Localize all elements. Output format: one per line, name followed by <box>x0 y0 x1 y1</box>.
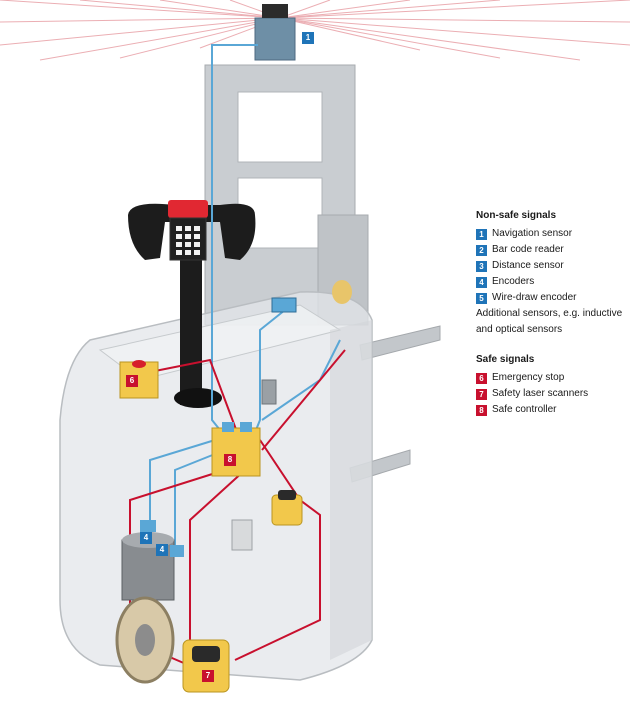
safe-controller-icon <box>211 422 261 477</box>
legend-label: Safe controller <box>492 404 557 415</box>
legend-number-badge: 3 <box>476 260 487 272</box>
legend-non-safe: Non-safe signals 1 Navigation sensor 2 Bar… <box>476 208 626 338</box>
callout-encoder-a: 4 <box>140 532 152 544</box>
safety-laser-scanner-rear-icon <box>271 490 303 526</box>
legend-item: 1 Navigation sensor <box>476 226 626 242</box>
callout-safe-controller: 8 <box>224 454 236 466</box>
legend-number-badge: 1 <box>476 228 487 240</box>
laser-rays <box>0 0 630 61</box>
legend-number-badge: 6 <box>476 372 487 384</box>
legend-number-badge: 4 <box>476 276 487 288</box>
legend-item: 4 Encoders <box>476 274 626 290</box>
legend-number-badge: 2 <box>476 244 487 256</box>
agv-body <box>59 291 373 681</box>
legend-label: Wire-draw encoder <box>492 292 577 303</box>
legend-label: Emergency stop <box>492 372 565 383</box>
callout-encoder-b: 4 <box>156 544 168 556</box>
mast <box>204 64 369 326</box>
legend-note: Additional sensors, e.g. inductive and o… <box>476 308 623 335</box>
callout-navigation-sensor: 1 <box>302 32 314 44</box>
legend-item: 2 Bar code reader <box>476 242 626 258</box>
keypad-icon <box>176 226 200 255</box>
legend-number-badge: 8 <box>476 404 487 416</box>
legend-label: Distance sensor <box>492 260 564 271</box>
legend-item: 7 Safety laser scanners <box>476 386 588 402</box>
wire-draw-encoder-icon <box>231 519 253 551</box>
legend-number-badge: 5 <box>476 292 487 304</box>
navigation-sensor-icon <box>254 4 296 61</box>
safety-laser-scanner-icon <box>182 639 230 693</box>
legend-label: Bar code reader <box>492 244 564 255</box>
callout-safety-laser-scanner: 7 <box>202 670 214 682</box>
callout-emergency-stop: 6 <box>126 375 138 387</box>
legend-item: 3 Distance sensor <box>476 258 626 274</box>
tiller <box>128 200 256 408</box>
legend-safe-title: Safe signals <box>476 354 535 365</box>
legend-label: Navigation sensor <box>492 228 573 239</box>
legend-item: 8 Safe controller <box>476 402 588 418</box>
distance-sensor-icon <box>271 297 297 313</box>
legend-safe: Safe signals 6 Emergency stop 7 Safety las… <box>476 352 588 418</box>
legend-non-safe-title: Non-safe signals <box>476 210 557 221</box>
legend-label: Safety laser scanners <box>492 388 589 399</box>
beacon-icon <box>332 280 352 304</box>
legend-label: Encoders <box>492 276 535 287</box>
bar-code-reader-icon <box>261 379 277 405</box>
legend-item: 5 Wire-draw encoder <box>476 290 626 306</box>
legend-number-badge: 7 <box>476 388 487 400</box>
legend-item: 6 Emergency stop <box>476 370 588 386</box>
